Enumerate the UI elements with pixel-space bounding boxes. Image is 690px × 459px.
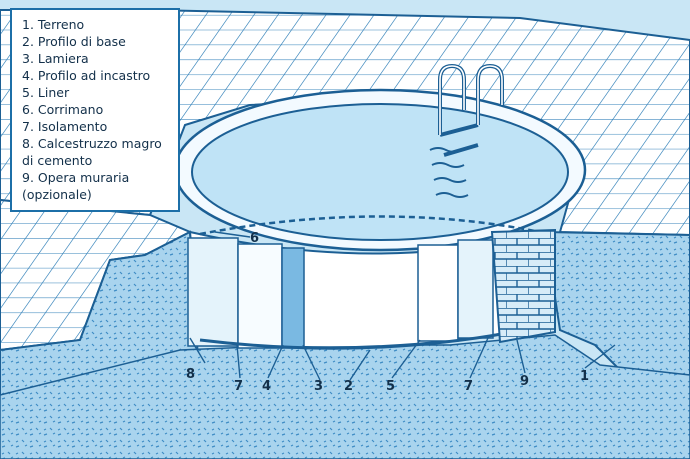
legend-item-lamiera: 3. Lamiera bbox=[22, 51, 89, 66]
insulation-panel-right bbox=[457, 239, 494, 339]
liner-panel bbox=[417, 244, 459, 342]
legend-item-terreno: 1. Terreno bbox=[22, 17, 85, 32]
insulation-panel-left bbox=[187, 237, 239, 347]
masonry-wall bbox=[490, 228, 556, 344]
callout-9: 9 bbox=[520, 374, 529, 389]
callout-3: 3 bbox=[314, 379, 323, 394]
callout-7-left: 7 bbox=[234, 379, 243, 394]
callout-5: 5 bbox=[386, 379, 395, 394]
legend-item-opera-muraria: 9. Opera muraria (opzionale) bbox=[22, 170, 130, 202]
callout-6: 6 bbox=[250, 231, 259, 246]
legend-item-liner: 5. Liner bbox=[22, 85, 70, 100]
legend-item-profilo-di-base: 2. Profilo di base bbox=[22, 34, 126, 49]
profile-strip bbox=[281, 247, 305, 349]
callout-1: 1 bbox=[580, 369, 589, 384]
water-ripples bbox=[429, 147, 469, 198]
legend-item-profilo-ad-incastro: 4. Profilo ad incastro bbox=[22, 68, 151, 83]
callout-4: 4 bbox=[262, 379, 271, 394]
sheet-panel bbox=[237, 243, 283, 349]
callout-7-right: 7 bbox=[464, 379, 473, 394]
leader-lines bbox=[189, 231, 616, 381]
callout-8: 8 bbox=[186, 367, 195, 382]
legend-item-isolamento: 7. Isolamento bbox=[22, 119, 108, 134]
legend-box: 1. Terreno 2. Profilo di base 3. Lamiera… bbox=[10, 8, 180, 212]
pool-water bbox=[191, 103, 569, 241]
callout-2: 2 bbox=[344, 379, 353, 394]
legend-item-corrimano: 6. Corrimano bbox=[22, 102, 104, 117]
legend-item-calcestruzzo: 8. Calcestruzzo magro di cemento bbox=[22, 136, 162, 168]
